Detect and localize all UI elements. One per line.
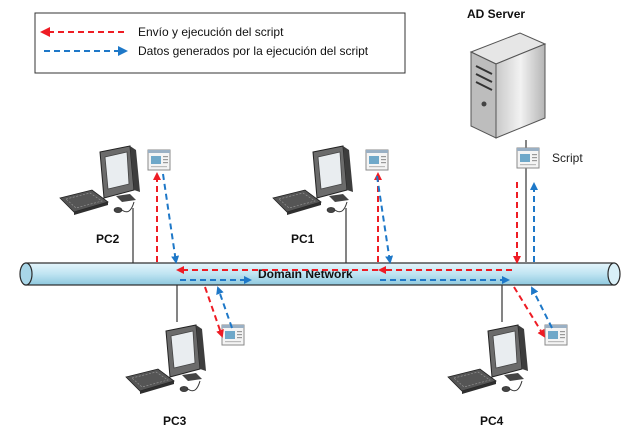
pc2-script-window-icon xyxy=(147,149,171,171)
pc1-label: PC1 xyxy=(291,232,315,246)
legend-send-label: Envío y ejecución del script xyxy=(138,25,284,39)
server-icon xyxy=(469,32,547,139)
red-down-pc3 xyxy=(204,286,224,338)
blue-up-pc3 xyxy=(216,286,233,329)
blue-up-pc4 xyxy=(531,286,553,329)
network-label: Domain Network xyxy=(258,267,353,281)
pc1-computer-icon xyxy=(272,145,354,216)
blue-down-pc2 xyxy=(162,173,180,264)
script-label: Script xyxy=(552,151,583,165)
pc1-script-window-icon xyxy=(365,149,389,171)
pc3-script-window-icon xyxy=(221,324,245,346)
pc2-label: PC2 xyxy=(96,232,120,246)
pc4-label: PC4 xyxy=(480,414,504,428)
pc4-computer-icon xyxy=(447,324,529,395)
pc3-computer-icon xyxy=(125,324,207,395)
generated-data-flow xyxy=(162,173,553,329)
pc2-computer-icon xyxy=(59,145,141,216)
legend-box xyxy=(34,12,406,74)
legend-send-arrow-icon xyxy=(40,27,50,37)
server-script-window-icon xyxy=(516,147,540,169)
script-send-flow xyxy=(153,172,546,338)
blue-down-pc1 xyxy=(376,175,394,264)
domain-network-pipe xyxy=(19,262,621,286)
legend: Envío y ejecución del script Datos gener… xyxy=(34,12,406,74)
legend-data-label: Datos generados por la ejecución del scr… xyxy=(138,44,369,58)
server-label: AD Server xyxy=(467,7,525,21)
pc4-script-window-icon xyxy=(544,324,568,346)
pc3-label: PC3 xyxy=(163,414,187,428)
legend-data-arrow-icon xyxy=(118,46,128,56)
